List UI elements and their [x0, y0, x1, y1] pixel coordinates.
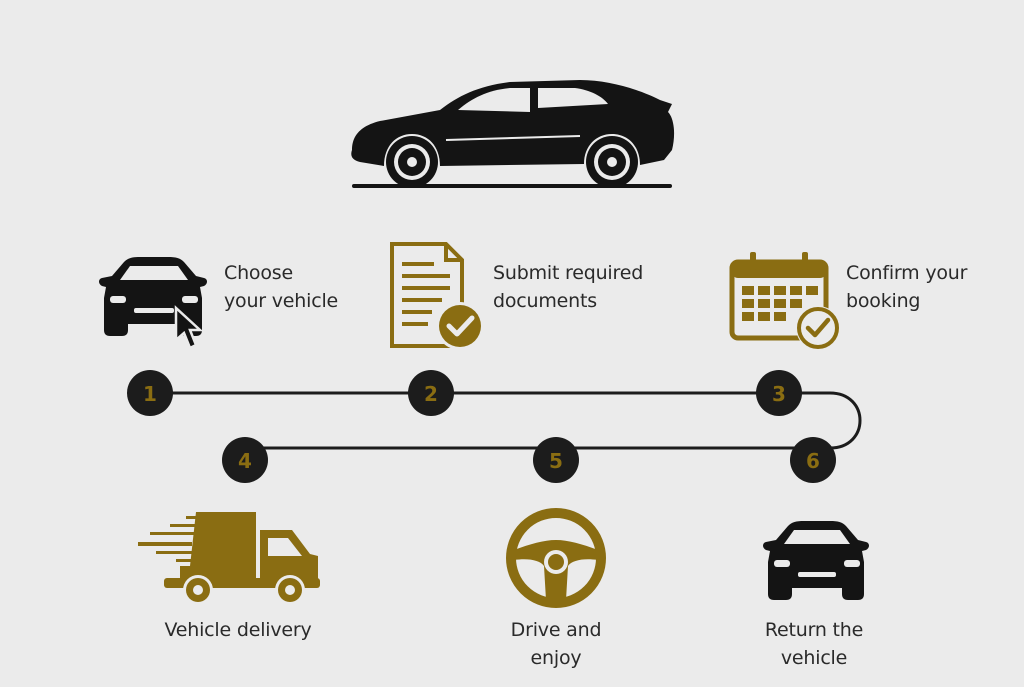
car-front-icon [763, 521, 869, 600]
step-label-6: Return the vehicle [714, 616, 914, 672]
step-number: 1 [143, 382, 157, 406]
step-badge-2: 2 [408, 370, 454, 416]
step-badge-3: 3 [756, 370, 802, 416]
step-label-3: Confirm your booking [846, 259, 967, 315]
step-label-line: Return the [764, 619, 864, 641]
step-badge-5: 5 [533, 437, 579, 483]
step-label-4: Vehicle delivery [138, 616, 338, 644]
step-label-line: Drive and [510, 619, 602, 641]
step-badge-6: 6 [790, 437, 836, 483]
step-number: 2 [424, 382, 438, 406]
step-label-line: your vehicle [224, 290, 339, 312]
step-label-5: Drive and enjoy [456, 616, 656, 672]
step-label-line: vehicle [780, 647, 848, 669]
car-with-cursor-icon [99, 257, 207, 350]
step-label-line: Vehicle delivery [164, 619, 312, 641]
document-check-icon [390, 242, 484, 350]
delivery-truck-icon [138, 512, 320, 605]
calendar-check-icon [729, 252, 840, 350]
step-badge-1: 1 [127, 370, 173, 416]
step-number: 3 [772, 382, 786, 406]
step-label-1: Choose your vehicle [224, 259, 338, 315]
step-number: 4 [238, 449, 252, 473]
step-label-line: Confirm your [846, 262, 968, 284]
step-badge-4: 4 [222, 437, 268, 483]
step-number: 6 [806, 449, 820, 473]
step-label-2: Submit required documents [493, 259, 643, 315]
process-path-line [150, 391, 862, 450]
steering-wheel-icon [506, 508, 606, 608]
suv-side-view-icon [351, 80, 675, 188]
step-label-line: enjoy [530, 647, 582, 669]
step-number: 5 [549, 449, 563, 473]
step-label-line: Submit required [493, 262, 644, 284]
step-label-line: Choose [224, 262, 293, 284]
step-label-line: booking [846, 290, 921, 312]
step-label-line: documents [493, 290, 597, 312]
